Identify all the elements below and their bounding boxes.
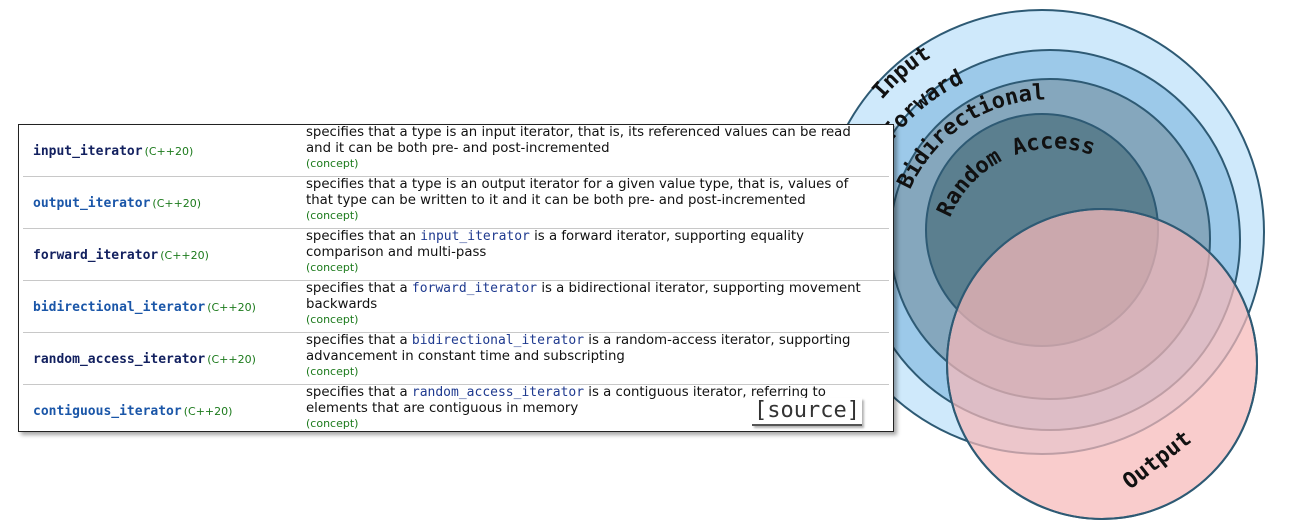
version-badge: (C++20) <box>183 404 233 418</box>
table-row: forward_iterator (C++20) specifies that … <box>23 229 889 281</box>
concept-tag: (concept) <box>306 209 359 222</box>
iterator-name-link[interactable]: input_iterator <box>33 143 143 159</box>
iterator-concepts-table: input_iterator (C++20) specifies that a … <box>18 124 894 432</box>
name-cell: output_iterator (C++20) <box>33 177 201 229</box>
row-divider <box>23 280 889 281</box>
description-code-link[interactable]: input_iterator <box>420 229 530 244</box>
name-cell: input_iterator (C++20) <box>33 125 193 177</box>
name-cell: contiguous_iterator (C++20) <box>33 385 232 437</box>
description-text: specifies that a <box>306 333 412 348</box>
row-divider <box>23 384 889 385</box>
description-cell: specifies that a type is an output itera… <box>306 177 866 223</box>
description-code-link[interactable]: random_access_iterator <box>411 385 585 400</box>
iterator-name-link[interactable]: bidirectional_iterator <box>33 299 206 315</box>
description-text: specifies that a <box>306 281 412 296</box>
description-text: is a contiguous iterator, referring to e… <box>306 385 826 416</box>
iterator-name-link[interactable]: output_iterator <box>33 195 151 211</box>
table-row: input_iterator (C++20) specifies that a … <box>23 125 889 177</box>
table-row: bidirectional_iterator (C++20) specifies… <box>23 281 889 333</box>
version-badge: (C++20) <box>160 248 209 262</box>
concept-tag: (concept) <box>306 417 359 430</box>
description-cell: specifies that a type is an input iterat… <box>306 125 866 171</box>
description-text: is a bidirectional iterator, supporting … <box>306 281 861 312</box>
concept-tag: (concept) <box>306 157 359 170</box>
iterator-name-link[interactable]: contiguous_iterator <box>33 403 182 419</box>
iterator-name-link[interactable]: random_access_iterator <box>33 351 206 367</box>
version-badge: (C++20) <box>207 300 256 314</box>
description-text: specifies that a <box>306 385 412 400</box>
description-text: specifies that an <box>306 229 421 244</box>
description-cell: specifies that a forward_iterator is a b… <box>306 281 866 327</box>
version-badge: (C++20) <box>207 352 256 366</box>
version-badge: (C++20) <box>144 144 194 158</box>
source-link[interactable]: [source] <box>752 398 862 426</box>
description-text: is a forward iterator, supporting equali… <box>306 229 805 260</box>
output-circle-outline <box>946 208 1258 520</box>
concept-tag: (concept) <box>306 313 359 326</box>
description-text: is a random-access iterator, supporting … <box>306 333 851 364</box>
iterator-name-link[interactable]: forward_iterator <box>33 247 159 263</box>
name-cell: random_access_iterator (C++20) <box>33 333 256 385</box>
description-text: specifies that a type is an output itera… <box>306 177 849 208</box>
description-text: specifies that a type is an input iterat… <box>306 125 851 156</box>
name-cell: bidirectional_iterator (C++20) <box>33 281 256 333</box>
output-circle <box>946 208 1258 520</box>
description-cell: specifies that a random_access_iterator … <box>306 385 866 431</box>
table-row: contiguous_iterator (C++20) specifies th… <box>23 385 889 437</box>
description-cell: specifies that a bidirectional_iterator … <box>306 333 866 379</box>
row-divider <box>23 176 889 177</box>
description-cell: specifies that an input_iterator is a fo… <box>306 229 866 275</box>
name-cell: forward_iterator (C++20) <box>33 229 209 281</box>
table-row: output_iterator (C++20) specifies that a… <box>23 177 889 229</box>
row-divider <box>23 228 889 229</box>
description-code-link[interactable]: forward_iterator <box>411 281 538 296</box>
concept-tag: (concept) <box>306 365 359 378</box>
version-badge: (C++20) <box>152 196 202 210</box>
table-row: random_access_iterator (C++20) specifies… <box>23 333 889 385</box>
description-code-link[interactable]: bidirectional_iterator <box>411 333 585 348</box>
row-divider <box>23 332 889 333</box>
concept-tag: (concept) <box>306 261 359 274</box>
